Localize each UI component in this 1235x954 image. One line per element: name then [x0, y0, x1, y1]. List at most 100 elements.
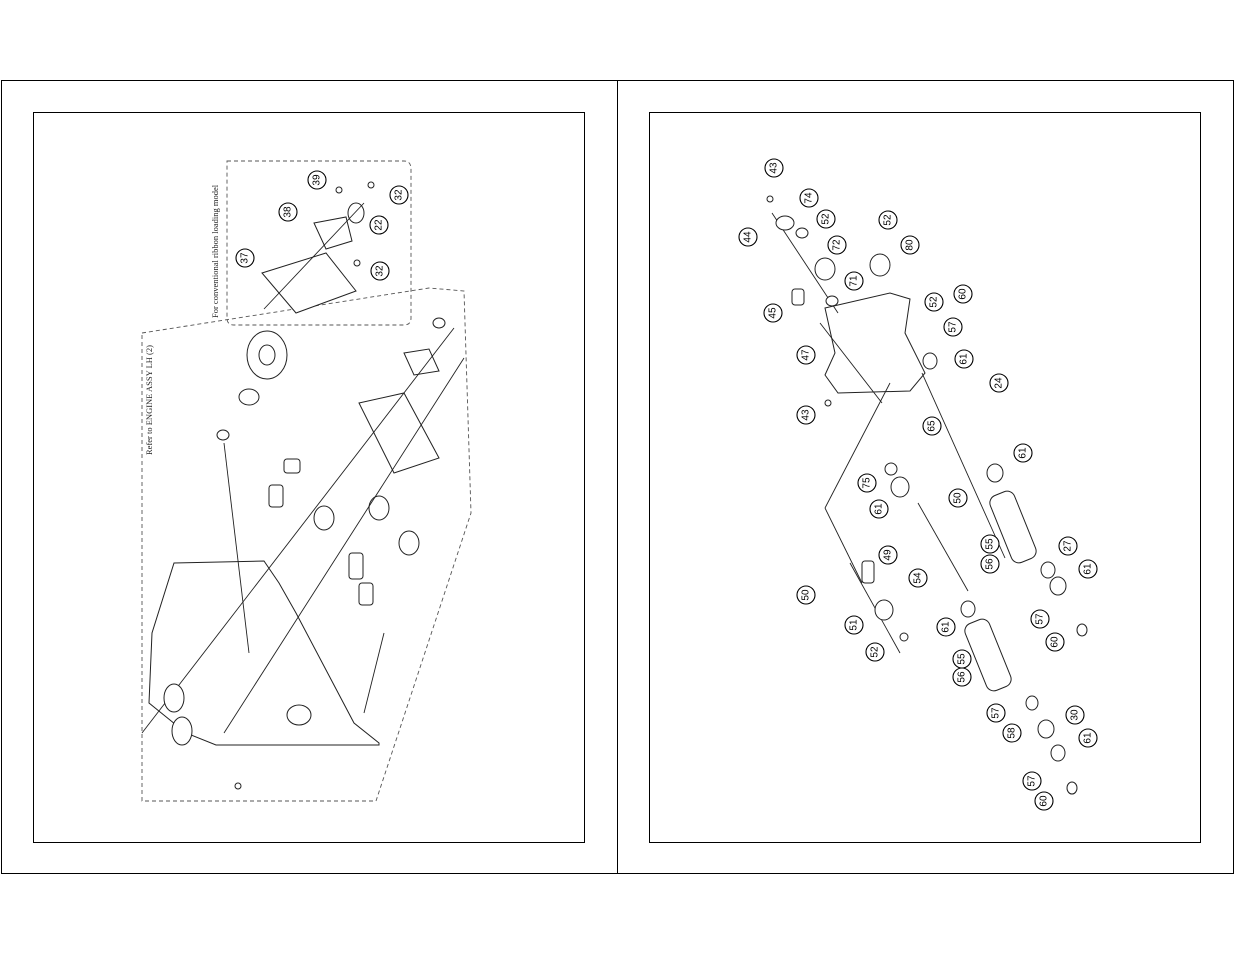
screw-32-top: [367, 181, 375, 189]
part-74: [795, 227, 809, 239]
outline-a: [824, 382, 891, 509]
part-75: [884, 462, 898, 476]
callout-71: 71: [844, 271, 864, 291]
gear-2: [368, 495, 390, 521]
refer-note: Refer to ENGINE ASSY LH (2): [144, 345, 154, 455]
part-27: [1040, 561, 1056, 579]
shaft-54: [917, 502, 969, 592]
svg-text:54: 54: [913, 572, 924, 584]
callout-30: 30: [1065, 705, 1085, 725]
svg-text:55: 55: [957, 653, 968, 665]
small-bracket: [403, 348, 440, 376]
svg-text:56: 56: [985, 558, 996, 570]
washer-upper: [432, 317, 446, 329]
bearing-61-d: [960, 600, 976, 618]
shaft-65: [921, 372, 1006, 559]
washer: [216, 429, 230, 441]
screw-43-bottom: [824, 399, 832, 407]
mount-plate: [358, 392, 440, 474]
callout-52: 52: [924, 292, 944, 312]
engine-frame: [148, 560, 380, 746]
svg-text:50: 50: [953, 492, 964, 504]
spring: [238, 388, 260, 406]
svg-text:57: 57: [1035, 613, 1046, 625]
svg-text:74: 74: [804, 192, 815, 204]
callout-50: 50: [796, 585, 816, 605]
roller-22: [347, 202, 365, 224]
svg-text:38: 38: [283, 206, 294, 218]
callout-61: 61: [1078, 559, 1098, 579]
shaft-inset: [263, 202, 365, 310]
bearing-61-a: [986, 463, 1004, 483]
callout-61: 61: [1078, 728, 1098, 748]
callout-54: 54: [908, 568, 928, 588]
callout-43: 43: [796, 405, 816, 425]
part-58: [1025, 695, 1039, 711]
svg-text:61: 61: [959, 353, 970, 365]
bearing-61-top: [922, 352, 938, 370]
bushing-49: [861, 560, 875, 584]
callout-57: 57: [1022, 771, 1042, 791]
gear-61-c: [890, 476, 910, 498]
callout-74: 74: [799, 188, 819, 208]
part-60-b: [1066, 781, 1078, 795]
svg-text:65: 65: [927, 420, 938, 432]
callout-58: 58: [1002, 723, 1022, 743]
callout-32-top: 32: [389, 185, 409, 205]
callout-51: 51: [844, 615, 864, 635]
svg-text:61: 61: [874, 503, 885, 515]
callout-38: 38: [278, 202, 298, 222]
svg-text:60: 60: [958, 288, 969, 300]
svg-text:61: 61: [1083, 732, 1094, 744]
callout-44: 44: [738, 227, 758, 247]
callout-32-bottom: 32: [370, 261, 390, 281]
bracket-plate-37: [261, 252, 357, 314]
gear-51: [874, 599, 894, 621]
svg-text:47: 47: [801, 349, 812, 361]
svg-text:60: 60: [1039, 795, 1050, 807]
svg-text:57: 57: [991, 707, 1002, 719]
callout-52: 52: [878, 210, 898, 230]
callout-52: 52: [865, 642, 885, 662]
gear-72: [814, 257, 836, 281]
callout-22: 22: [369, 215, 389, 235]
callout-45: 45: [763, 303, 783, 323]
ribbon-spool-hub: [258, 344, 276, 366]
callout-61: 61: [936, 617, 956, 637]
bearing-61-e: [1050, 744, 1066, 762]
callout-37: 37: [235, 248, 255, 268]
svg-text:44: 44: [743, 231, 754, 243]
left-diagram-panel: For conventional ribbon loading model Re…: [33, 112, 585, 843]
svg-text:52: 52: [821, 213, 832, 225]
gear-1: [313, 505, 335, 531]
callout-55: 55: [980, 534, 1000, 554]
svg-text:32: 32: [394, 189, 405, 201]
callout-60: 60: [953, 284, 973, 304]
bearing-61-b: [1049, 576, 1067, 596]
svg-text:75: 75: [862, 477, 873, 489]
svg-text:55: 55: [985, 538, 996, 550]
svg-text:80: 80: [905, 239, 916, 251]
svg-text:43: 43: [769, 162, 780, 174]
svg-text:30: 30: [1070, 709, 1081, 721]
long-shaft-2: [223, 357, 465, 734]
callout-60: 60: [1034, 791, 1054, 811]
svg-text:52: 52: [870, 646, 881, 658]
clip-52: [899, 632, 909, 642]
callout-56: 56: [952, 667, 972, 687]
svg-text:45: 45: [768, 307, 779, 319]
right-diagram-panel: 43 44 74 52 72 52 80 71 45 52 60 47 57 6…: [649, 112, 1201, 843]
svg-text:56: 56: [957, 671, 968, 683]
svg-text:49: 49: [883, 549, 894, 561]
callout-60: 60: [1045, 632, 1065, 652]
svg-text:52: 52: [883, 214, 894, 226]
svg-text:52: 52: [929, 296, 940, 308]
callout-61: 61: [1013, 443, 1033, 463]
gear-3: [398, 530, 420, 556]
svg-text:32: 32: [375, 265, 386, 277]
svg-text:24: 24: [994, 377, 1005, 389]
bracket-38: [313, 216, 353, 250]
callout-57: 57: [986, 703, 1006, 723]
gear-80: [869, 253, 891, 277]
svg-text:51: 51: [849, 619, 860, 631]
